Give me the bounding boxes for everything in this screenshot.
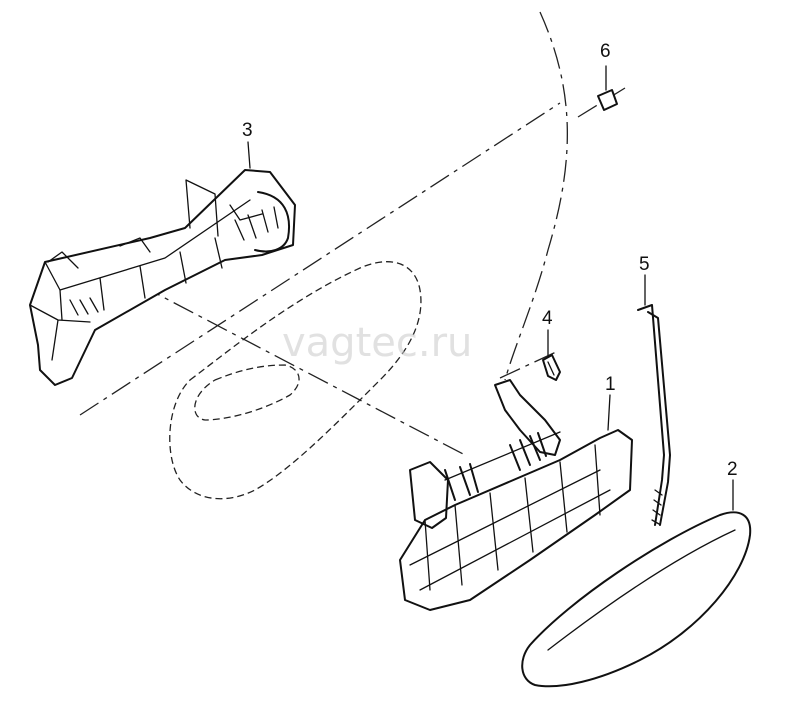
door-panel-contour (79, 11, 626, 416)
callout-5: 5 (639, 254, 650, 275)
handle-grip-cover (521, 511, 752, 688)
handle-gasket (169, 261, 422, 500)
callout-1: 1 (605, 374, 616, 395)
operating-rod (637, 304, 671, 526)
retaining-clip (542, 354, 561, 381)
callout-4: 4 (542, 308, 553, 329)
assembly-lines (139, 284, 557, 456)
callout-2: 2 (727, 459, 738, 480)
handle-mechanism (399, 379, 633, 611)
callout-3: 3 (242, 120, 253, 141)
handle-carrier-bracket (29, 169, 296, 386)
leader-lines (247, 65, 734, 511)
end-cap (597, 89, 618, 111)
callout-6: 6 (600, 41, 611, 62)
watermark: vagtec.ru (282, 320, 472, 366)
